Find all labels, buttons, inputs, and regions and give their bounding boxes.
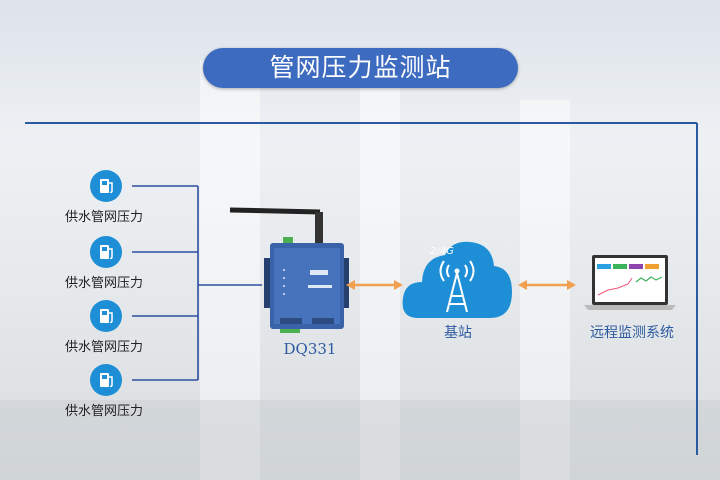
- network-type-label: 2/4G: [430, 246, 454, 257]
- monitor-system-label: 远程监测系统: [590, 325, 674, 341]
- antenna-icon: [315, 212, 323, 244]
- bidirectional-arrow-cloud-monitor: [518, 280, 576, 290]
- fuel-pump-icon: [90, 364, 122, 396]
- sensor-label: 供水管网压力: [64, 340, 144, 355]
- fuel-pump-icon: [90, 170, 122, 202]
- dq331-device-icon: [264, 237, 349, 333]
- base-station-label: 基站: [444, 325, 472, 341]
- device-model-label: DQ331: [283, 340, 337, 358]
- sensor-label: 供水管网压力: [64, 210, 144, 225]
- laptop-monitor-icon: [584, 255, 676, 310]
- bidirectional-arrow-device-cloud: [346, 280, 403, 290]
- fuel-pump-icon: [90, 236, 122, 268]
- page-title: 管网压力监测站: [203, 48, 518, 88]
- antenna-cable: [229, 207, 321, 215]
- cloud-base-station-icon: [402, 241, 512, 318]
- sensor-bus-lines: [132, 185, 262, 381]
- sensor-label: 供水管网压力: [64, 276, 144, 291]
- sensor-label: 供水管网压力: [64, 404, 144, 419]
- fuel-pump-icon: [90, 300, 122, 332]
